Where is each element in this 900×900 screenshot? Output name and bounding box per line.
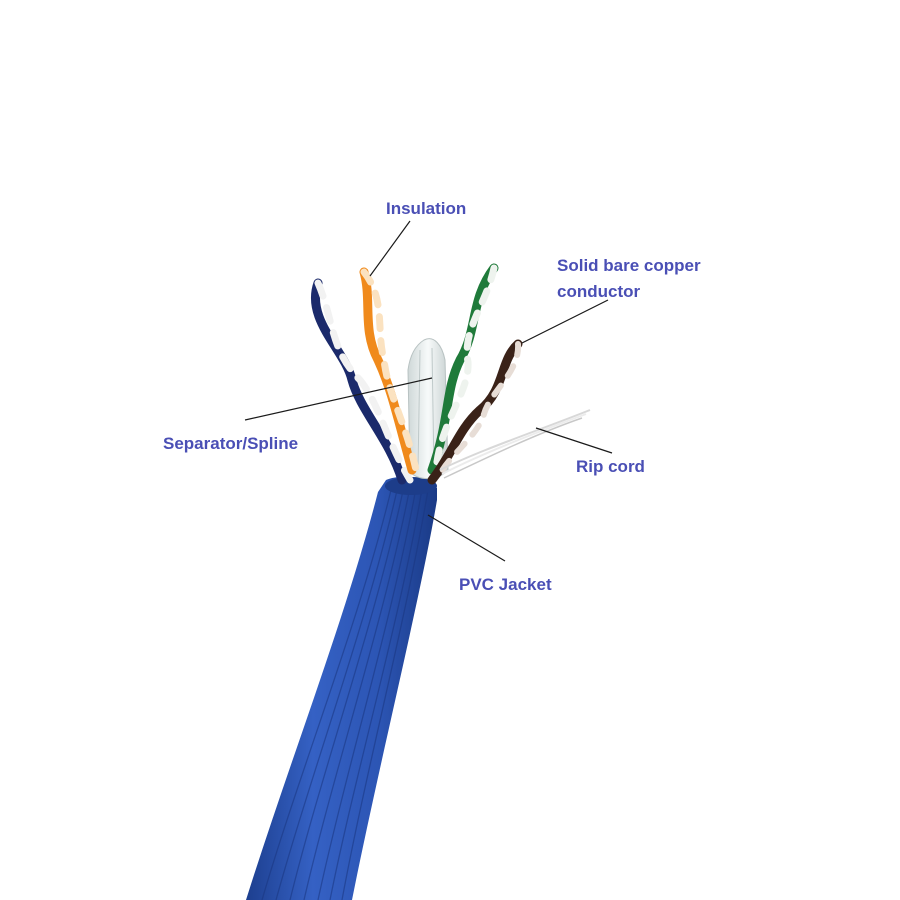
rip-cord	[439, 409, 591, 479]
leader-copper	[521, 299, 609, 344]
label-separator-spline: Separator/Spline	[163, 434, 299, 453]
leader-lines	[244, 220, 613, 562]
label-copper-line-1: Solid bare copper	[557, 256, 701, 275]
label-insulation: Insulation	[386, 199, 467, 218]
pair-brown	[427, 339, 523, 485]
label-pvc-jacket: PVC Jacket	[459, 575, 552, 594]
label-rip-cord: Rip cord	[576, 457, 645, 476]
label-copper-line-2: conductor	[557, 282, 641, 301]
label-copper-conductor: Solid bare copper conductor	[557, 253, 701, 305]
leader-ripcord	[535, 427, 613, 454]
pvc-jacket	[246, 476, 437, 900]
leader-insulation	[369, 220, 411, 277]
leader-jacket	[427, 514, 506, 562]
pair-green	[427, 263, 499, 475]
pair-blue	[311, 278, 414, 485]
pair-orange	[359, 267, 420, 475]
leader-separator	[244, 377, 433, 421]
